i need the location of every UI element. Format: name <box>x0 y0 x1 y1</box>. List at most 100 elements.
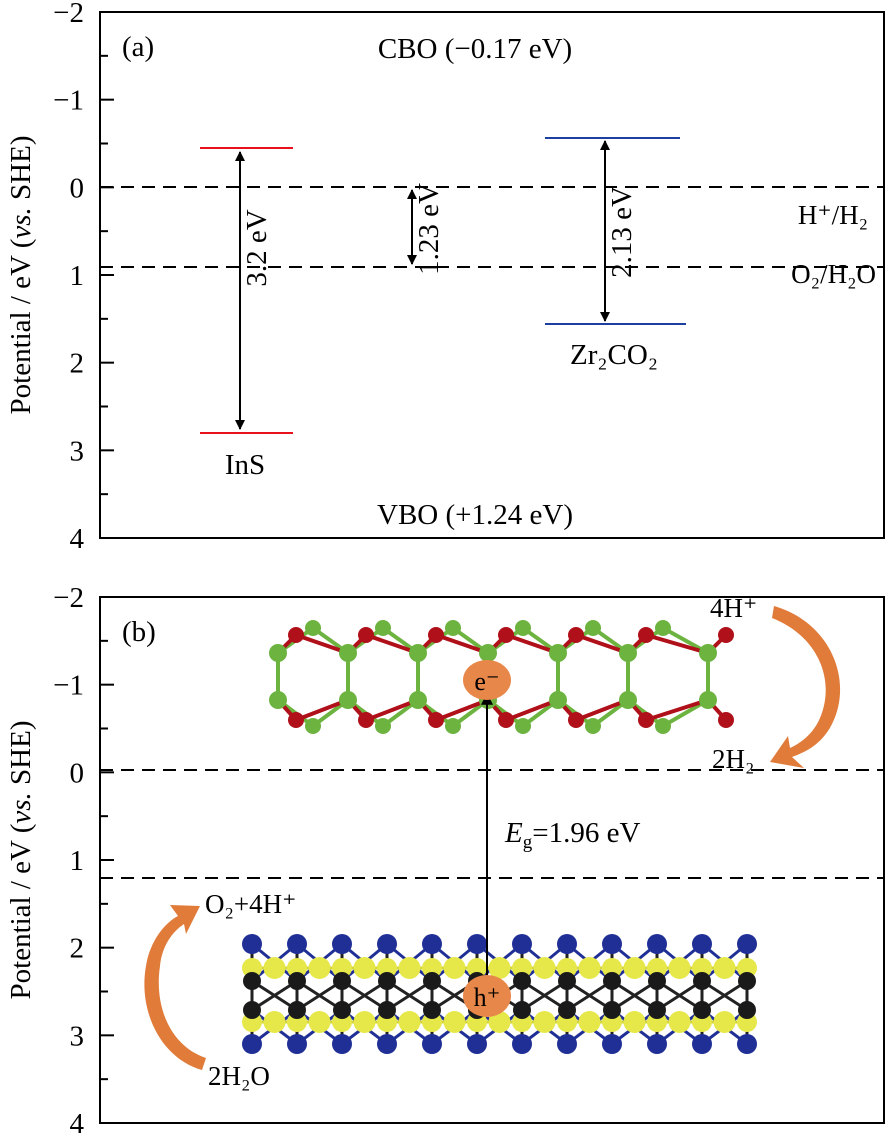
in-inner-atom <box>648 1001 666 1019</box>
y-tick-label: 0 <box>70 172 85 204</box>
in-inner-atom <box>378 972 396 990</box>
zr-atom <box>445 718 461 734</box>
zr-atom <box>409 691 427 709</box>
zr-atom <box>269 691 287 709</box>
in-inner-atom <box>558 972 576 990</box>
y-tick-label: 2 <box>70 933 85 965</box>
zr-atom <box>445 620 461 636</box>
y-tick-label: −1 <box>53 670 84 702</box>
zr-atom <box>305 620 321 636</box>
zr-atom <box>269 644 287 662</box>
zr2co2-gap-label: 2.13 eV <box>606 186 638 278</box>
s-atom <box>578 957 601 979</box>
y-tick-label: 3 <box>70 435 85 467</box>
zr-atom <box>655 718 671 734</box>
band-gap-label: Eg=1.96 eV <box>504 817 640 853</box>
in-atom <box>242 934 262 954</box>
zr2co2-bond <box>295 633 349 655</box>
hydrogen-level-label: H⁺/H₂ <box>798 200 868 230</box>
in-atom <box>692 934 712 954</box>
o-atom <box>718 712 734 728</box>
s-atom <box>713 957 736 979</box>
zr-atom <box>515 718 531 734</box>
s-atom <box>713 1011 736 1033</box>
zr-atom <box>515 620 531 636</box>
zr-atom <box>549 691 567 709</box>
zr2co2-bond <box>295 698 349 722</box>
zr-atom <box>699 691 717 709</box>
in-atom <box>512 1034 532 1054</box>
y-tick-label: −2 <box>53 0 84 29</box>
o-atom <box>288 712 304 728</box>
y-tick-label: −1 <box>53 85 84 117</box>
ins-structure <box>242 934 757 1054</box>
o-atom <box>358 712 374 728</box>
s-atom <box>353 957 376 979</box>
in-inner-atom <box>693 972 711 990</box>
reduction-product: 2H₂ <box>712 744 754 774</box>
reduction-arrow <box>770 606 841 768</box>
s-atom <box>263 1011 286 1033</box>
in-inner-atom <box>738 1001 756 1019</box>
s-atom <box>377 958 397 978</box>
in-inner-atom <box>648 972 666 990</box>
in-atom <box>557 1034 577 1054</box>
s-atom <box>242 958 262 978</box>
y-axis-label: Potential / eV (vs. SHE) <box>5 136 37 415</box>
s-atom <box>398 957 421 979</box>
zr-atom <box>699 644 717 662</box>
zr2co2-bond <box>505 698 559 722</box>
in-atom <box>287 934 307 954</box>
zr-atom <box>619 691 637 709</box>
cbo-annotation: CBO (−0.17 eV) <box>378 33 572 65</box>
y-axis-label: Potential / eV (vs. SHE) <box>5 721 37 1000</box>
in-atom <box>287 1034 307 1054</box>
zr2co2-bond <box>645 698 709 722</box>
zr2co2-bond <box>435 633 489 655</box>
oxidation-product: O₂+4H⁺ <box>205 889 296 919</box>
ins-label: InS <box>225 449 265 481</box>
plot-frame <box>99 11 885 539</box>
s-atom <box>647 958 667 978</box>
in-inner-atom <box>603 1001 621 1019</box>
s-atom <box>398 1011 421 1033</box>
oxygen-level-label: O₂/H₂O <box>791 259 876 289</box>
panel-label: (b) <box>122 616 156 648</box>
o-atom <box>718 627 734 643</box>
s-atom <box>488 957 511 979</box>
in-inner-atom <box>333 972 351 990</box>
in-inner-atom <box>378 1001 396 1019</box>
oxidation-reactant: 2H₂O <box>208 1061 270 1091</box>
in-atom <box>467 934 487 954</box>
in-inner-atom <box>513 1001 531 1019</box>
o-atom <box>288 627 304 643</box>
in-atom <box>377 934 397 954</box>
in-atom <box>647 934 667 954</box>
in-inner-atom <box>288 1001 306 1019</box>
s-atom <box>422 958 442 978</box>
s-atom <box>287 958 307 978</box>
s-atom <box>602 958 622 978</box>
zr-atom <box>305 718 321 734</box>
y-tick-label: −2 <box>53 582 84 614</box>
o-atom <box>498 627 514 643</box>
in-atom <box>332 934 352 954</box>
o-atom <box>428 627 444 643</box>
zr2co2-bond <box>435 698 489 722</box>
zr2co2-bond <box>575 633 629 655</box>
in-atom <box>557 934 577 954</box>
zr-atom <box>549 644 567 662</box>
panel-label: (a) <box>122 31 154 63</box>
zr-atom <box>585 620 601 636</box>
zr-atom <box>585 718 601 734</box>
s-atom <box>467 958 487 978</box>
o-atom <box>638 627 654 643</box>
in-inner-atom <box>738 972 756 990</box>
reduction-reactant: 4H⁺ <box>710 593 757 623</box>
zr2co2-label: Zr₂CO₂ <box>570 339 658 371</box>
in-atom <box>242 1034 262 1054</box>
zr-atom <box>655 620 671 636</box>
o-atom <box>498 712 514 728</box>
hole-marker <box>463 975 511 1017</box>
